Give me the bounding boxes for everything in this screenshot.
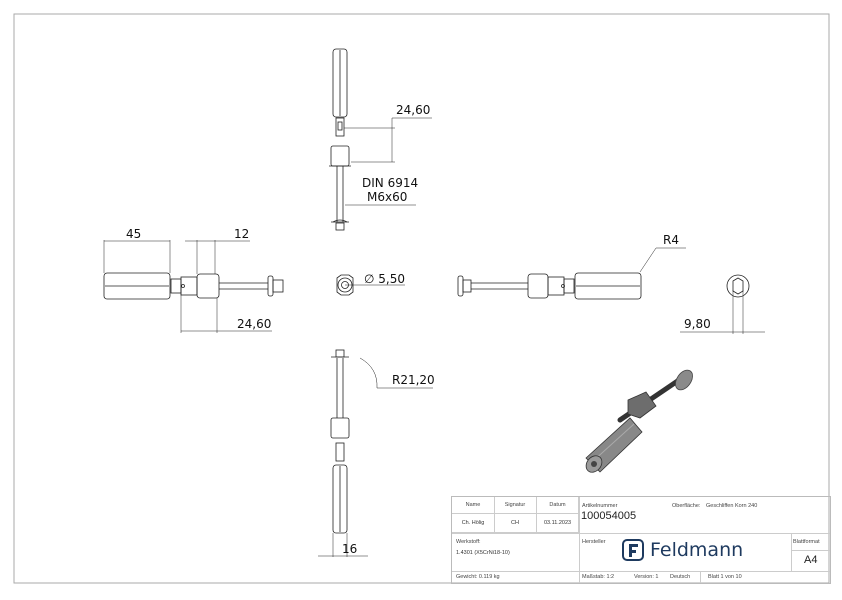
bolt-standard-label: DIN 6914	[362, 176, 418, 190]
drafter-name: Ch. Hölig	[461, 520, 485, 526]
dim-radius-large: R21,20	[392, 373, 435, 387]
center-end-view	[336, 274, 405, 296]
article-label: Artikelnummer	[582, 503, 618, 509]
top-view	[329, 48, 432, 231]
surface-label: Oberfläche:	[672, 503, 701, 509]
material-label: Werkstoff:	[456, 539, 481, 545]
version: Version: 1	[634, 574, 659, 580]
article-number: 100054005	[581, 510, 637, 522]
drawing-date: 03.11.2023	[543, 520, 572, 526]
left-view	[103, 240, 284, 333]
drafter-signature: CH	[511, 520, 519, 526]
format-label: Blattformat	[793, 539, 820, 545]
feldmann-logo-icon	[622, 539, 644, 561]
dim-end-view-width: 9,80	[684, 317, 711, 331]
header-signature: Signatur	[504, 502, 526, 508]
dim-top-distance: 24,60	[396, 103, 430, 117]
header-name: Name	[465, 502, 481, 508]
dim-left-length: 45	[126, 227, 141, 241]
sheet-number: Blatt 1 von 10	[708, 574, 742, 580]
brand-name: Feldmann	[650, 539, 744, 561]
surface-value: Geschliffen Korn 240	[706, 503, 758, 509]
dim-radius-small: R4	[663, 233, 679, 247]
bottom-view	[318, 349, 433, 557]
format-value: A4	[804, 554, 818, 566]
dim-bottom-width: 16	[342, 542, 357, 556]
scale: Maßstab: 1:2	[582, 574, 615, 580]
bolt-size-label: M6x60	[367, 190, 407, 204]
dim-left-bottom-distance: 24,60	[237, 317, 271, 331]
manufacturer-label: Hersteller	[582, 539, 606, 545]
material-value: 1.4301 (X5CrNi18-10)	[456, 550, 510, 556]
weight: Gewicht: 0.119 kg	[456, 574, 500, 580]
right-view	[457, 247, 765, 334]
isometric-view	[585, 369, 693, 473]
dim-left-nut-width: 12	[234, 227, 249, 241]
header-date: Datum	[549, 502, 566, 508]
title-block: Name Signatur Datum Ch. Hölig CH 03.11.2…	[451, 496, 831, 584]
dim-hole-diameter: ∅ 5,50	[364, 272, 405, 286]
language: Deutsch	[670, 574, 691, 580]
